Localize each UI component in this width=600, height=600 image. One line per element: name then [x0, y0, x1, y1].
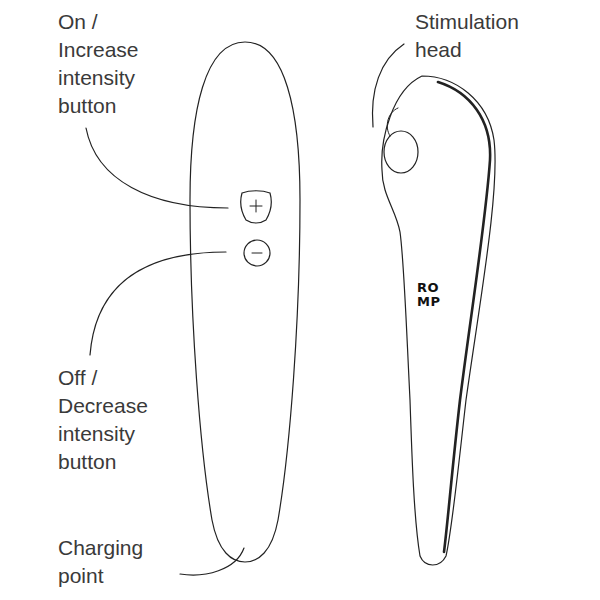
brand-logo: RO MP [417, 281, 441, 309]
leader-line [90, 252, 226, 355]
device-front-outline [190, 42, 300, 562]
button-label: Off / Decrease intensity button [58, 364, 170, 476]
leader-line [86, 128, 228, 208]
device-side-back-edge [438, 82, 490, 552]
leader-line [180, 548, 244, 575]
part-label: Stimulation head [415, 8, 565, 64]
part-label: Charging point [58, 534, 170, 590]
stimulation-head [384, 131, 418, 173]
increase-button [241, 191, 271, 223]
button-label: On / Increase intensity button [58, 8, 170, 120]
decrease-button [244, 240, 270, 266]
leader-line [372, 44, 404, 127]
device-side-outline [382, 76, 495, 565]
